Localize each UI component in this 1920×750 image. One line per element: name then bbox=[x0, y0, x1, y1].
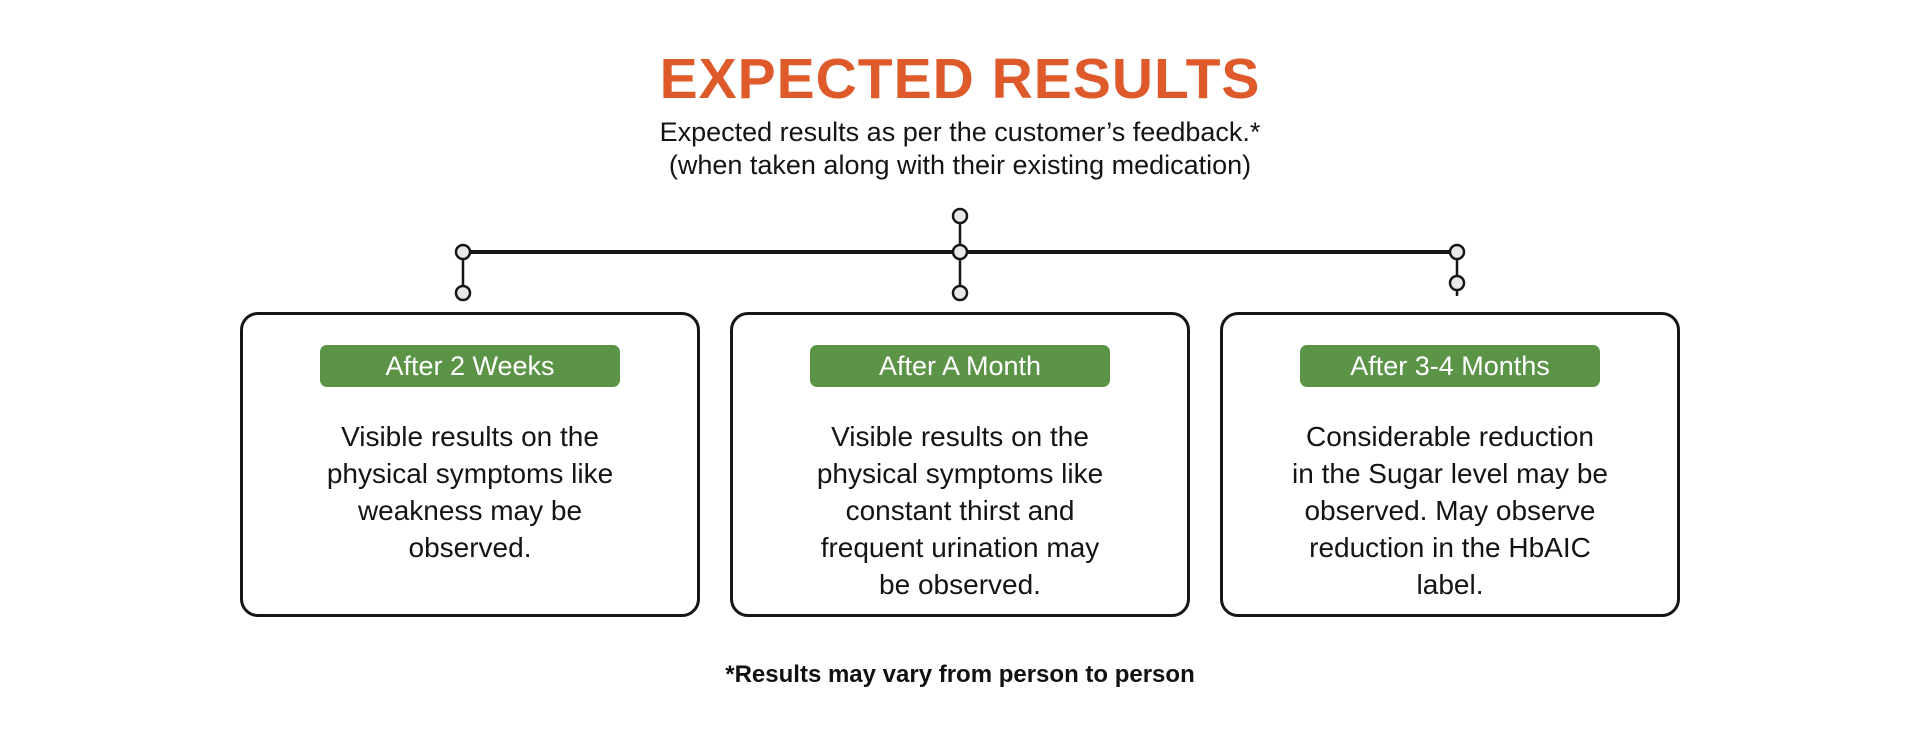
connector-node-icon bbox=[951, 243, 969, 261]
page-title: EXPECTED RESULTS bbox=[659, 47, 1261, 111]
card-body-after-a-month: Visible results on the physical symptoms… bbox=[816, 421, 1104, 600]
connector-node-icon bbox=[951, 284, 969, 302]
card-after-3-4-months: After 3-4 Months Considerable reduction … bbox=[1220, 312, 1680, 617]
badge-after-2-weeks: After 2 Weeks bbox=[320, 345, 620, 387]
connector-node-icon bbox=[1448, 274, 1466, 292]
card-after-2-weeks: After 2 Weeks Visible results on the phy… bbox=[240, 312, 700, 617]
disclaimer: *Results may vary from person to person bbox=[725, 661, 1195, 688]
card-body-after-2-weeks: Visible results on the physical symptoms… bbox=[326, 421, 614, 563]
card-after-a-month: After A Month Visible results on the phy… bbox=[730, 312, 1190, 617]
subtitle-line-2: (when taken along with their existing me… bbox=[668, 150, 1252, 180]
subtitle: Expected results as per the customer’s f… bbox=[0, 116, 1920, 182]
card-body-after-3-4-months: Considerable reduction in the Sugar leve… bbox=[1292, 421, 1608, 600]
connector-node-icon bbox=[1448, 243, 1466, 261]
badge-after-a-month: After A Month bbox=[810, 345, 1110, 387]
connector-node-icon bbox=[454, 284, 472, 302]
connector-node-icon bbox=[951, 207, 969, 225]
subtitle-line-1: Expected results as per the customer’s f… bbox=[659, 117, 1261, 147]
connector-node-icon bbox=[454, 243, 472, 261]
badge-after-3-4-months: After 3-4 Months bbox=[1300, 345, 1600, 387]
